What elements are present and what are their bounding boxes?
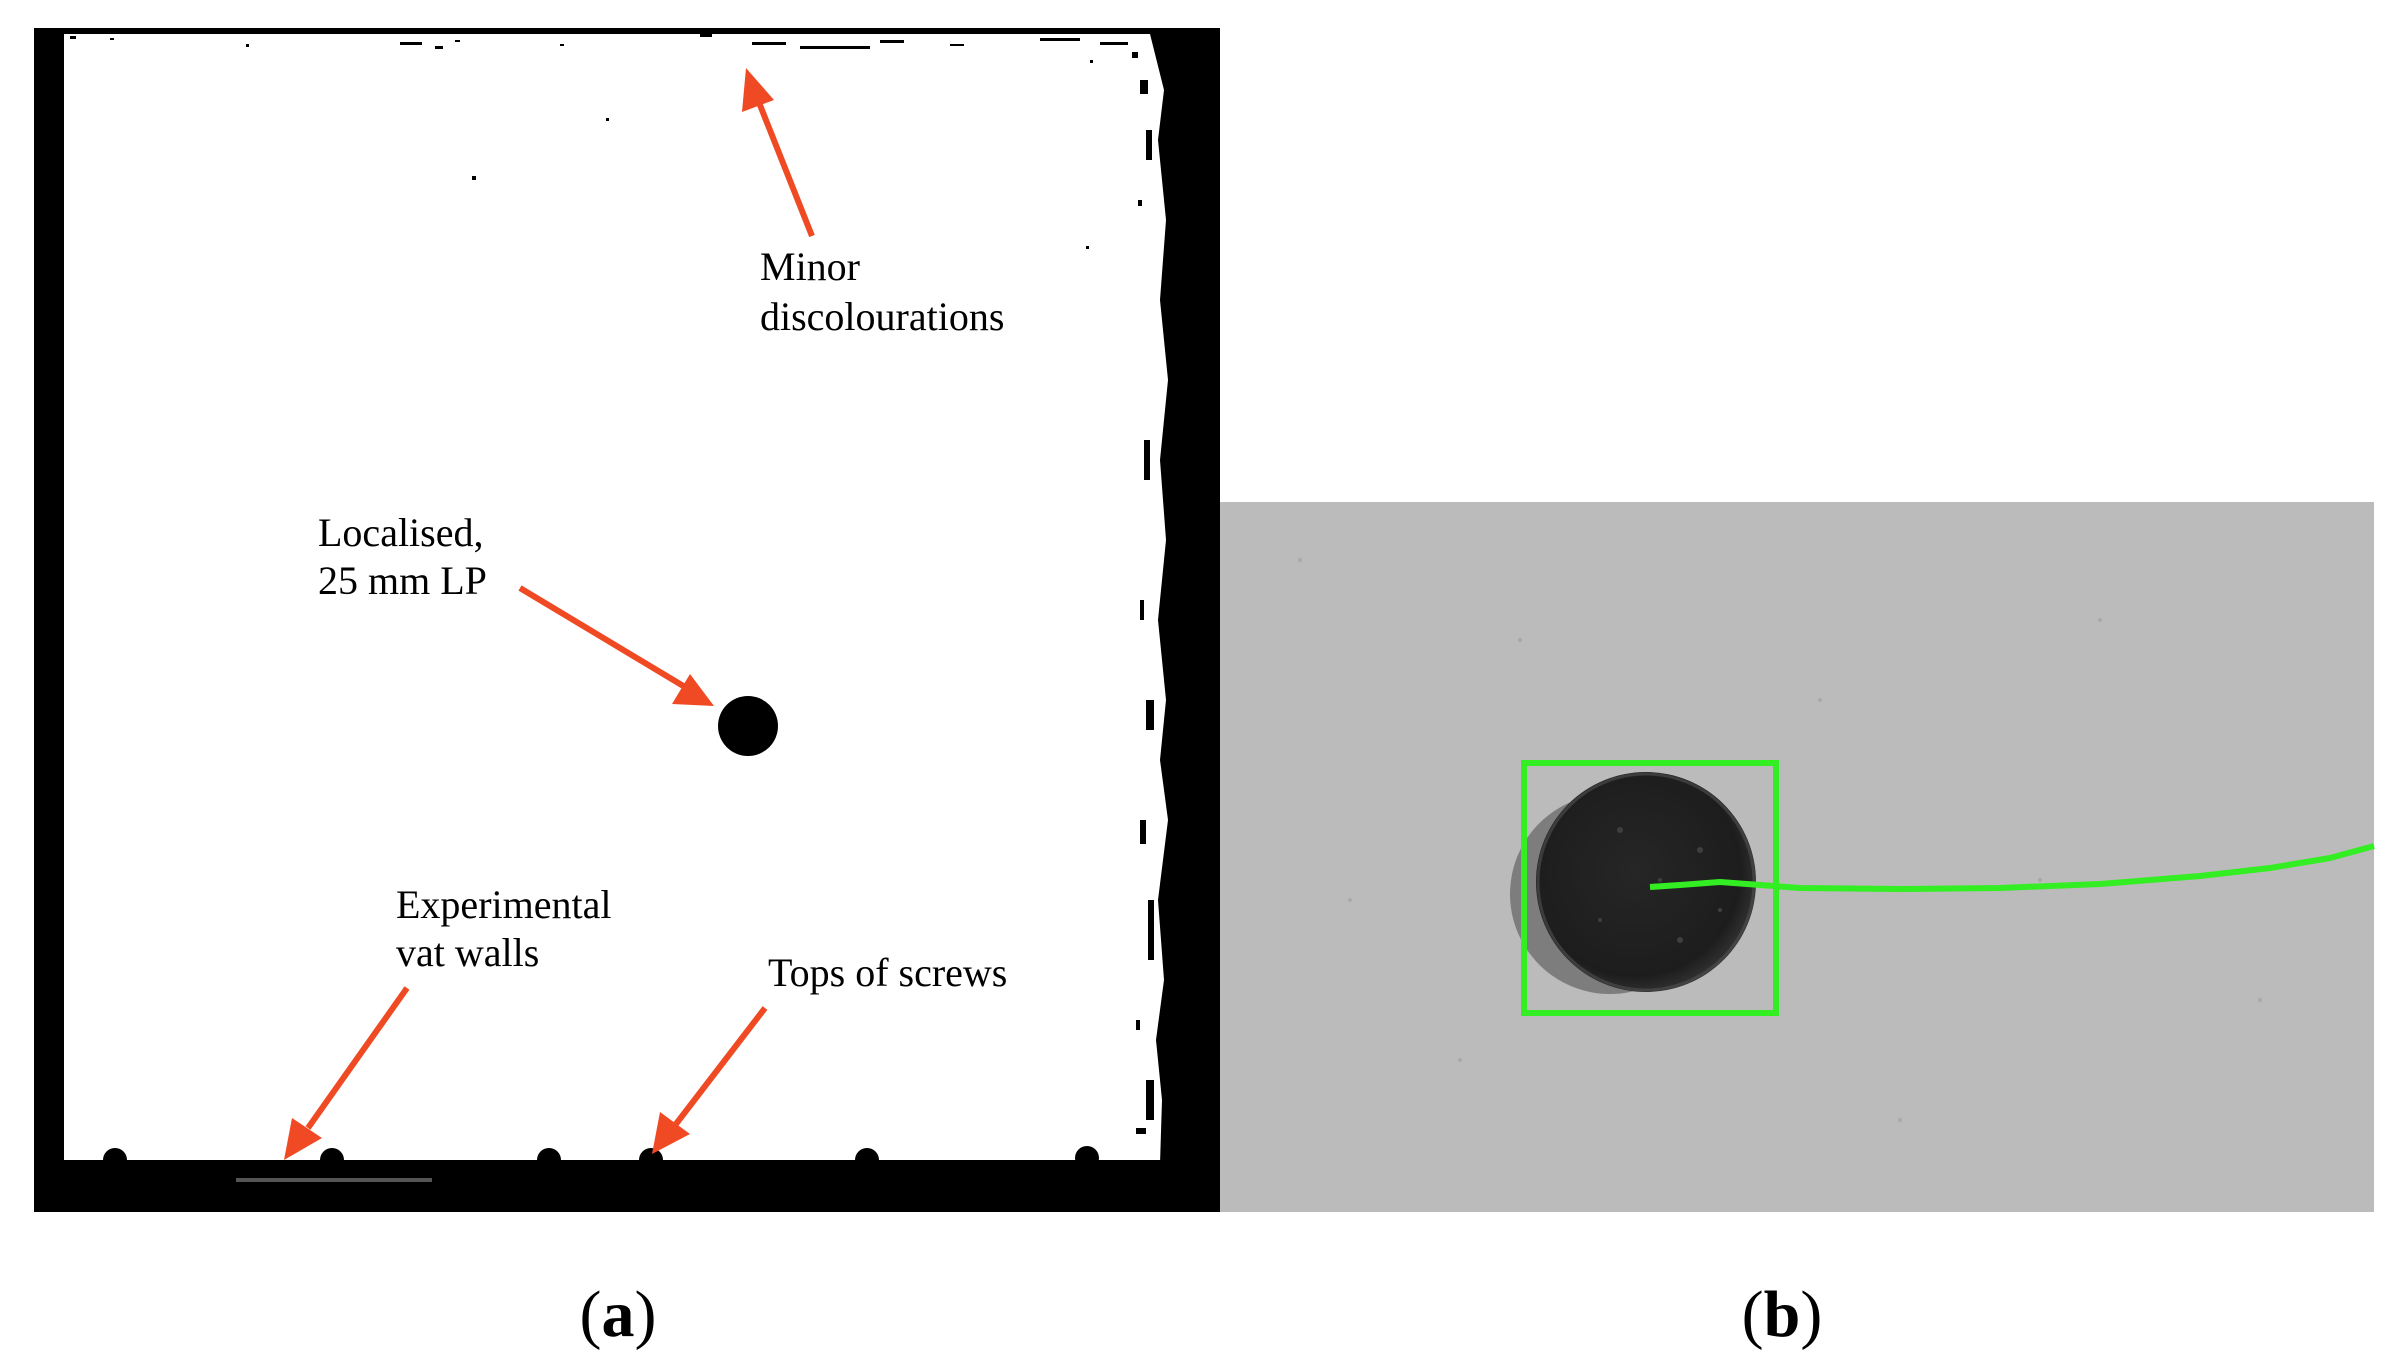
caption-paren: )	[635, 1278, 657, 1351]
panel-a-binary-image: Minor discolourations Localised, 25 mm L…	[34, 28, 1220, 1212]
label-line: Experimental	[396, 882, 611, 927]
label-line: vat walls	[396, 930, 539, 975]
screw-head	[855, 1148, 879, 1172]
camera-frame-background	[1220, 502, 2374, 1212]
discolouration-specks	[70, 34, 1154, 1134]
background-specks	[1298, 558, 2262, 1122]
localised-particle	[718, 696, 778, 756]
caption-paren: (	[1742, 1278, 1764, 1351]
arrow-screws	[673, 1006, 768, 1126]
screw-heads	[103, 1146, 1099, 1172]
label-line: discolourations	[760, 294, 1004, 339]
label-line: 25 mm LP	[318, 558, 487, 603]
screw-head	[1075, 1146, 1099, 1170]
label-line: Tops of screws	[768, 950, 1007, 995]
arrow-discolourations	[755, 98, 815, 238]
arrow-lp	[518, 585, 692, 693]
right-wall-edge	[1150, 34, 1174, 1164]
annotation-arrows	[284, 68, 815, 1160]
screw-head	[537, 1148, 561, 1172]
screw-head	[320, 1148, 344, 1172]
particle-specks	[1598, 827, 1722, 943]
label-discolourations: Minor discolourations	[760, 244, 1004, 339]
arrow-head	[284, 1118, 322, 1160]
label-vat-walls: Experimental vat walls	[396, 882, 621, 975]
vat-floor	[64, 1160, 1174, 1212]
caption-letter: a	[602, 1278, 635, 1351]
vat-interior	[64, 34, 1174, 1164]
label-localised-lp: Localised, 25 mm LP	[318, 510, 494, 603]
caption-paren: )	[1800, 1278, 1822, 1351]
arrow-walls	[305, 986, 410, 1130]
caption-letter: b	[1764, 1278, 1801, 1351]
label-line: Localised,	[318, 510, 484, 555]
caption-b: (b)	[1742, 1278, 1823, 1351]
arrow-head	[742, 68, 774, 112]
particle-trajectory	[1649, 843, 2375, 892]
floor-highlight	[236, 1178, 432, 1182]
arrow-head	[672, 674, 714, 706]
arrow-head	[652, 1112, 690, 1154]
label-tops-of-screws: Tops of screws	[768, 950, 1007, 995]
tracked-particle	[1536, 772, 1756, 992]
panel-b-tracking-image	[1220, 502, 2375, 1212]
caption-paren: (	[580, 1278, 602, 1351]
screw-head	[639, 1148, 663, 1172]
screw-head	[103, 1148, 127, 1172]
caption-a: (a)	[580, 1278, 657, 1351]
label-line: Minor	[760, 244, 860, 289]
